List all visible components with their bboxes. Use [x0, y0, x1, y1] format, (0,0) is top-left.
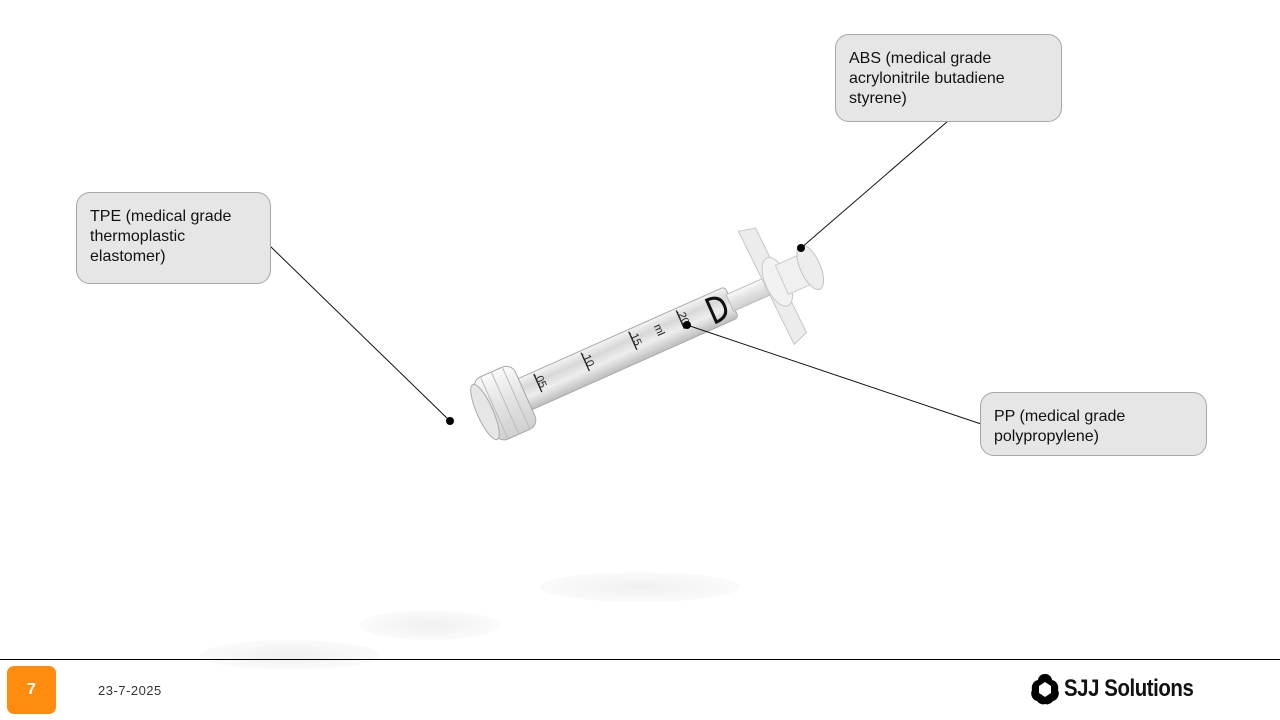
- syringe: .05 .10 .15 ml .20: [470, 227, 825, 441]
- scale-label: .10: [579, 350, 596, 369]
- shadow: [540, 572, 740, 602]
- shadow: [360, 610, 500, 640]
- callout-dot: [797, 244, 805, 252]
- shadow: [200, 640, 380, 670]
- page-number: 7: [7, 666, 56, 714]
- scale-label: .05: [531, 371, 548, 390]
- scale-label: .15: [626, 329, 643, 348]
- callout-tpe: TPE (medical grade thermoplastic elastom…: [76, 192, 271, 284]
- logo-text: SJJ Solutions: [1064, 675, 1194, 702]
- callout-pp: PP (medical grade polypropylene): [980, 392, 1207, 456]
- logo-icon: [1031, 674, 1059, 705]
- callout-abs: ABS (medical grade acrylonitrile butadie…: [835, 34, 1062, 122]
- callout-lines: [269, 120, 982, 425]
- company-logo: SJJ Solutions: [1030, 673, 1216, 705]
- callout-dot: [446, 417, 454, 425]
- plunger-stopper-mark: [704, 296, 728, 325]
- footer-date: 23-7-2025: [98, 683, 162, 698]
- unit-label: ml: [651, 322, 667, 337]
- callout-dot: [683, 321, 691, 329]
- footer-divider: [0, 659, 1280, 660]
